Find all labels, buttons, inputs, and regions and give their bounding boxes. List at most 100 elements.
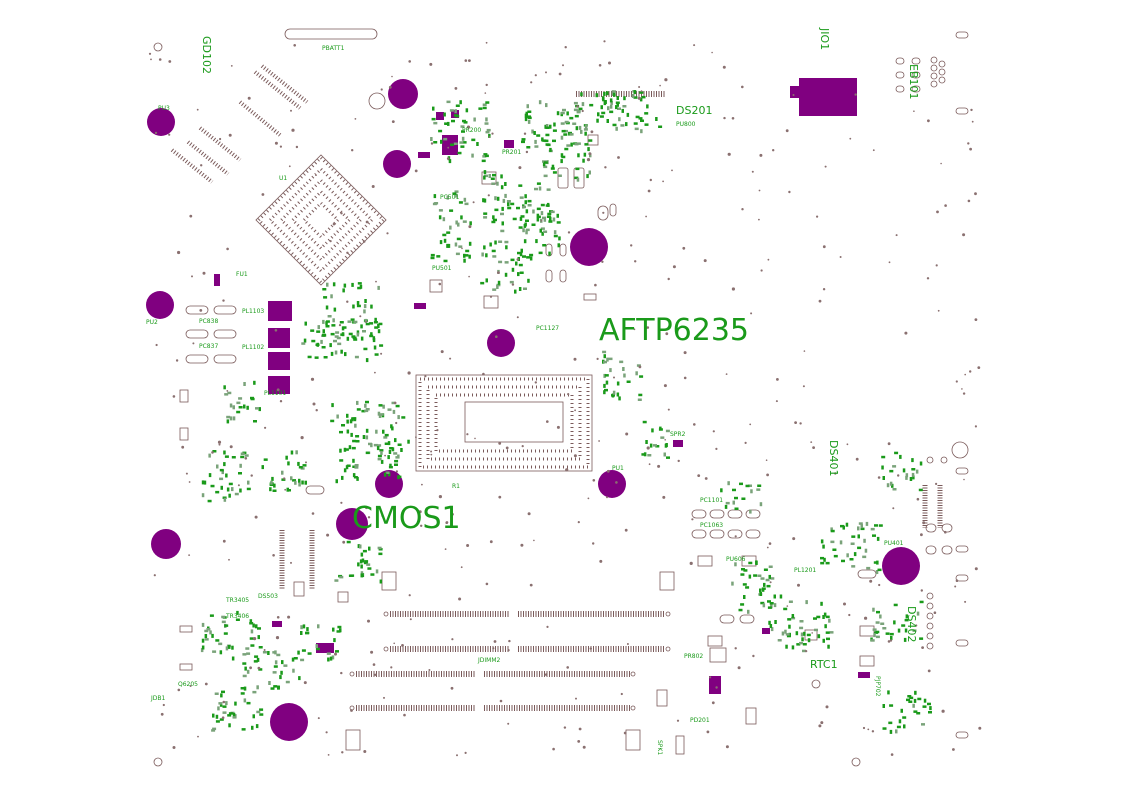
passive-part — [548, 220, 553, 223]
passive-part — [788, 632, 791, 637]
passive-part — [623, 96, 626, 101]
passive-part — [577, 153, 580, 158]
passive-part — [769, 624, 773, 628]
passive-part — [759, 592, 762, 596]
via — [785, 129, 789, 133]
passive-part — [330, 332, 335, 336]
passive-part — [244, 454, 249, 457]
passive-part — [438, 215, 442, 220]
via — [944, 204, 947, 207]
via — [864, 616, 868, 620]
passive-part — [496, 285, 499, 289]
passive-part — [889, 729, 893, 734]
via — [767, 258, 770, 261]
passive-part — [584, 143, 589, 146]
passive-part — [788, 600, 793, 603]
via — [450, 686, 454, 690]
passive-part — [231, 487, 234, 492]
passive-part — [490, 177, 495, 180]
via — [158, 58, 162, 61]
passive-part — [769, 602, 774, 605]
via — [587, 497, 590, 500]
passive-part — [377, 411, 381, 416]
passive-part — [524, 117, 528, 122]
passive-part — [231, 645, 234, 650]
passive-part — [552, 171, 557, 174]
passive-part — [219, 650, 223, 655]
passive-part — [806, 633, 811, 637]
via — [403, 713, 406, 717]
passive-part — [370, 443, 373, 448]
passive-part — [249, 619, 253, 624]
passive-part — [611, 394, 615, 397]
passive-part — [336, 630, 341, 633]
passive-part — [553, 230, 557, 235]
via — [878, 583, 881, 587]
via — [380, 352, 383, 355]
passive-part — [257, 635, 260, 640]
passive-part — [226, 419, 230, 424]
mounting-holes — [146, 79, 920, 741]
passive-part — [893, 620, 896, 625]
passive-part — [757, 484, 762, 487]
passive-part — [913, 698, 917, 703]
passive-part — [535, 239, 538, 244]
via — [430, 142, 434, 145]
via — [599, 559, 603, 563]
via — [430, 450, 433, 453]
via — [310, 377, 315, 381]
passive-part — [464, 254, 469, 257]
passive-part — [921, 723, 925, 726]
passive-part — [879, 614, 882, 619]
via — [693, 423, 696, 426]
passive-part — [527, 199, 532, 203]
passive-part — [462, 220, 467, 223]
passive-part — [757, 574, 762, 577]
via — [727, 152, 731, 156]
passive-part — [519, 252, 523, 257]
via — [228, 133, 232, 137]
via — [922, 521, 926, 525]
label-pr802: PR802 — [684, 653, 703, 660]
via — [346, 251, 349, 254]
passive-part — [572, 122, 577, 125]
via — [189, 214, 193, 218]
passive-part — [388, 450, 392, 454]
passive-part — [546, 188, 551, 191]
passive-part — [618, 396, 621, 401]
via — [606, 496, 608, 499]
passive-part — [483, 198, 487, 203]
via — [577, 740, 581, 743]
passive-part — [207, 499, 212, 503]
passive-part — [354, 355, 359, 359]
via — [689, 561, 693, 566]
passive-part — [881, 455, 886, 459]
passive-part — [373, 443, 378, 447]
passive-part — [212, 650, 217, 653]
passive-part — [557, 243, 560, 248]
via — [534, 381, 537, 384]
passive-part — [439, 240, 443, 245]
via — [168, 133, 171, 136]
via — [381, 514, 384, 517]
passive-part — [463, 121, 468, 124]
passive-part — [538, 186, 542, 191]
passive-part — [626, 380, 631, 383]
passive-part — [267, 651, 270, 655]
passive-part — [653, 444, 657, 447]
via — [363, 750, 367, 753]
passive-part — [763, 582, 766, 587]
passive-part — [875, 630, 880, 634]
passive-part — [222, 711, 227, 714]
passive-part — [273, 483, 276, 488]
passive-part — [212, 713, 215, 718]
via — [303, 681, 307, 685]
passive-part — [601, 111, 606, 115]
via — [291, 128, 295, 132]
via — [440, 350, 444, 354]
passive-part — [492, 215, 495, 220]
via — [317, 717, 320, 720]
via — [395, 421, 398, 425]
passive-part — [407, 439, 410, 444]
via — [219, 137, 222, 141]
